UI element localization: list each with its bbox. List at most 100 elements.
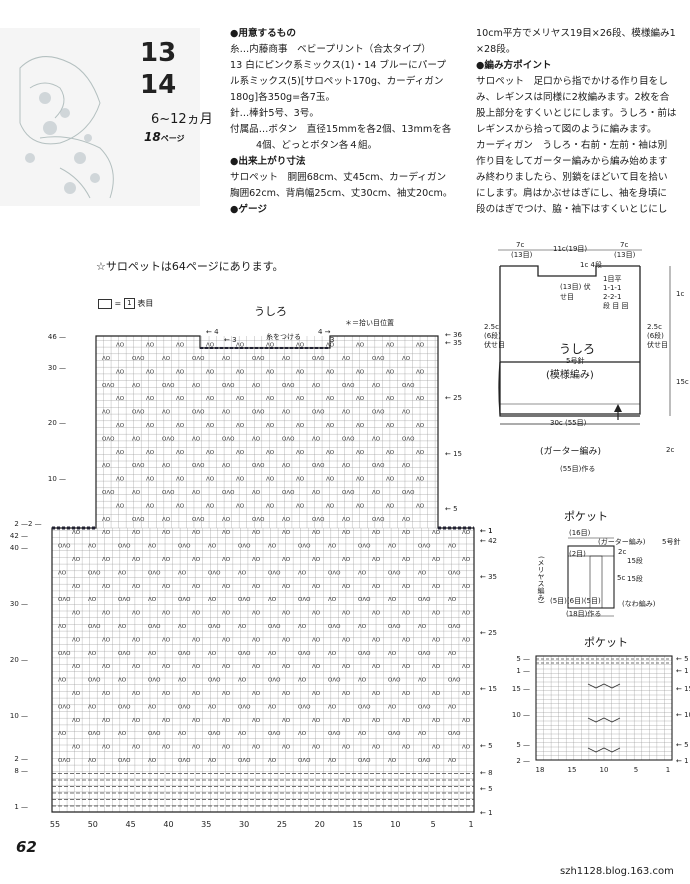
page-reference: 18ページ (144, 130, 185, 144)
stitch-label-bottom: 10 (390, 820, 400, 829)
shoulder-label: 4 → (318, 328, 331, 336)
lace-symbol: ᐱO (432, 690, 441, 697)
lace-symbol: OᐱO (238, 757, 251, 764)
row-label-left: 42 — (10, 532, 28, 540)
lace-symbol: ᐱO (268, 596, 277, 603)
lace-symbol: ᐱO (312, 744, 321, 751)
lace-symbol: ᐱO (462, 744, 471, 751)
pocket-stitch-label: 5 (634, 766, 638, 774)
lace-symbol: ᐱO (178, 623, 187, 630)
lace-symbol: ᐱO (252, 556, 261, 563)
lace-symbol: ᐱO (342, 556, 351, 563)
lace-symbol: ᐱO (266, 476, 275, 483)
pocket-sts: (16目) (569, 529, 591, 537)
lace-symbol: ᐱO (342, 355, 351, 362)
lace-symbol: ᐱO (162, 355, 171, 362)
lace-symbol: ᐱO (402, 355, 411, 362)
lace-symbol: ᐱO (252, 583, 261, 590)
lace-symbol: ᐱO (176, 476, 185, 483)
lace-symbol: ᐱO (418, 730, 427, 737)
lace-symbol: ᐱO (176, 422, 185, 429)
lace-symbol: ᐱO (102, 744, 111, 751)
lace-symbol: ᐱO (328, 596, 337, 603)
lace-symbol: OᐱO (192, 462, 205, 469)
lace-symbol: ᐱO (372, 382, 381, 389)
lace-symbol: ᐱO (178, 730, 187, 737)
page-reference-number: 18 (144, 130, 161, 144)
lace-symbol: ᐱO (356, 476, 365, 483)
lace-symbol: ᐱO (72, 663, 81, 670)
lace-symbol: ᐱO (328, 757, 337, 764)
lace-symbol: ᐱO (222, 529, 231, 536)
method-line: レギンスから拾って図のように編みます。 (476, 124, 657, 135)
lace-symbol: ᐱO (162, 610, 171, 617)
lace-symbol: OᐱO (282, 489, 295, 496)
lace-symbol: OᐱO (252, 355, 265, 362)
lace-symbol: ᐱO (238, 569, 247, 576)
lace-symbol: ᐱO (118, 677, 127, 684)
lace-symbol: ᐱO (402, 744, 411, 751)
lace-symbol: ᐱO (206, 422, 215, 429)
gauge-heading: ●ゲージ (230, 204, 267, 215)
lace-symbol: ᐱO (148, 543, 157, 550)
lace-symbol: ᐱO (282, 636, 291, 643)
lace-symbol: ᐱO (356, 449, 365, 456)
lace-symbol: ᐱO (208, 543, 217, 550)
stitch-label-bottom: 30 (239, 820, 249, 829)
lace-symbol: ᐱO (372, 610, 381, 617)
lace-symbol: OᐱO (252, 516, 265, 523)
lace-symbol: OᐱO (372, 355, 385, 362)
pocket-stitch-label: 1 (666, 766, 670, 774)
row-label-right: ← 35 (480, 573, 497, 581)
lace-symbol: ᐱO (132, 529, 141, 536)
lace-symbol: OᐱO (162, 489, 175, 496)
lace-symbol: ᐱO (176, 502, 185, 509)
lace-symbol: ᐱO (282, 529, 291, 536)
schematic-neck-ins: (13目) 伏せ目 (560, 283, 591, 301)
lace-symbol: OᐱO (448, 730, 461, 737)
pocket-title: ポケット (564, 510, 608, 523)
chart-legend: = 1 表目 (98, 298, 153, 309)
method-line: 作り目をしてガーター編みから編み始めます (476, 156, 668, 167)
lace-symbol: ᐱO (326, 395, 335, 402)
lace-symbol: OᐱO (178, 757, 191, 764)
lace-symbol: ᐱO (342, 610, 351, 617)
lace-symbol: OᐱO (298, 543, 311, 550)
pocket-row-label-left: 1 — (516, 667, 530, 675)
stitch-label-bottom: 5 (431, 820, 436, 829)
lace-symbol: OᐱO (372, 462, 385, 469)
lace-symbol: ᐱO (116, 342, 125, 349)
lace-symbol: OᐱO (418, 543, 431, 550)
method-line: 股上部分をすくいとじにします。うしろ・前は (476, 108, 677, 119)
lace-symbol: ᐱO (432, 529, 441, 536)
materials-block: ●用意するもの 糸…内藤商事 ベビープリント（合太タイプ） 13 白にピンク系ミ… (230, 26, 452, 218)
lace-symbol: ᐱO (72, 744, 81, 751)
lace-symbol: OᐱO (88, 730, 101, 737)
lace-symbol: ᐱO (162, 556, 171, 563)
lace-symbol: ᐱO (192, 529, 201, 536)
back-schematic (498, 249, 671, 425)
lace-symbol: ᐱO (192, 717, 201, 724)
lace-symbol: ᐱO (326, 368, 335, 375)
lace-symbol: ᐱO (236, 422, 245, 429)
lace-symbol: ᐱO (356, 422, 365, 429)
lace-symbol: ᐱO (208, 650, 217, 657)
row-label-left: 2 — (14, 755, 28, 763)
lace-symbol: ᐱO (266, 368, 275, 375)
side-bindoff: 伏せ目 (647, 341, 668, 349)
lace-symbol: OᐱO (132, 462, 145, 469)
lace-symbol: ᐱO (418, 623, 427, 630)
lace-symbol: ᐱO (252, 382, 261, 389)
lace-symbol: ᐱO (162, 529, 171, 536)
lace-symbol: ᐱO (236, 476, 245, 483)
lace-symbol: ᐱO (162, 516, 171, 523)
lace-symbol: ᐱO (116, 395, 125, 402)
schematic-cast: (55目)作る (560, 465, 596, 473)
lace-symbol: ᐱO (386, 368, 395, 375)
lace-symbol: ᐱO (448, 543, 457, 550)
lace-symbol: ᐱO (416, 395, 425, 402)
lace-symbol: ᐱO (162, 744, 171, 751)
chart-title: うしろ (254, 305, 287, 318)
lace-symbol: ᐱO (146, 422, 155, 429)
schematic-band: (ガーター編み) (540, 447, 602, 457)
